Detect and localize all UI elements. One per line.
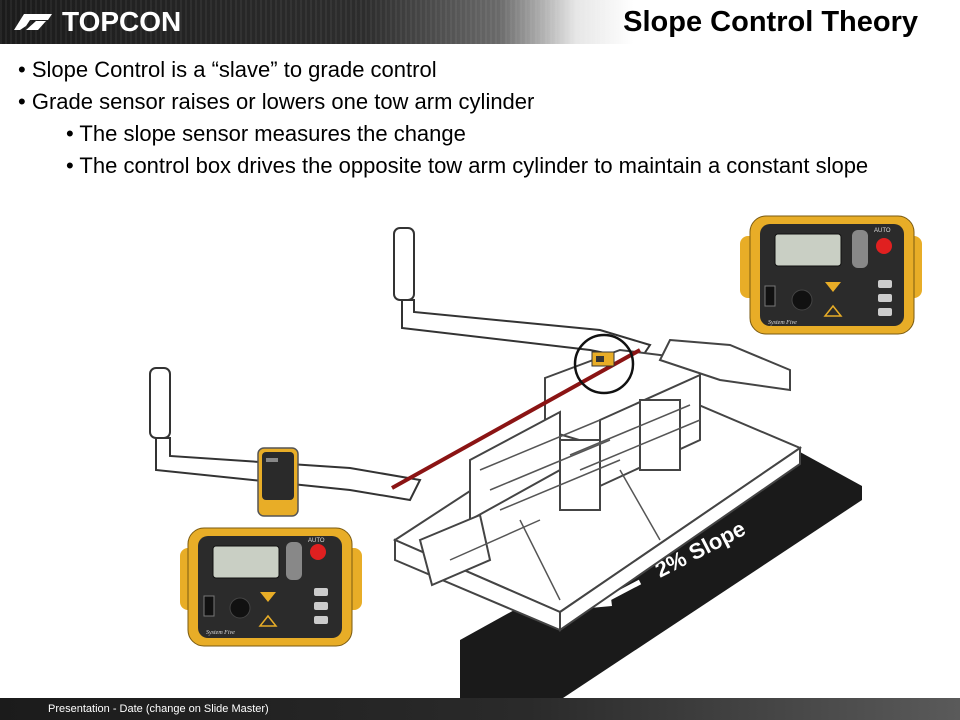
tow-arm-right <box>394 228 650 360</box>
slide-title: Slope Control Theory <box>623 6 918 39</box>
brand-name: TOPCON <box>62 6 181 38</box>
paver-slope-illustration: 2% Slope <box>0 210 960 700</box>
svg-text:AUTO: AUTO <box>874 228 891 234</box>
bullet-item: • Grade sensor raises or lowers one tow … <box>18 86 918 118</box>
sub-bullet-item: • The slope sensor measures the change <box>18 118 918 150</box>
control-box-left: AUTO System Five <box>180 528 362 646</box>
svg-text:System Five: System Five <box>768 320 797 326</box>
svg-text:System Five: System Five <box>206 630 235 636</box>
bullet-list: • Slope Control is a “slave” to grade co… <box>18 54 918 182</box>
bullet-item: • Slope Control is a “slave” to grade co… <box>18 54 918 86</box>
topcon-logo-icon <box>10 9 56 35</box>
screed-machine <box>395 340 800 630</box>
topcon-logo: TOPCON <box>10 6 181 38</box>
footer-text: Presentation - Date (change on Slide Mas… <box>48 703 269 715</box>
slope-sensor <box>592 352 614 366</box>
control-box-right: AUTO System Five <box>740 216 922 334</box>
sub-bullet-item: • The control box drives the opposite to… <box>18 150 918 182</box>
grade-sensor <box>258 448 298 516</box>
svg-text:AUTO: AUTO <box>308 538 325 544</box>
